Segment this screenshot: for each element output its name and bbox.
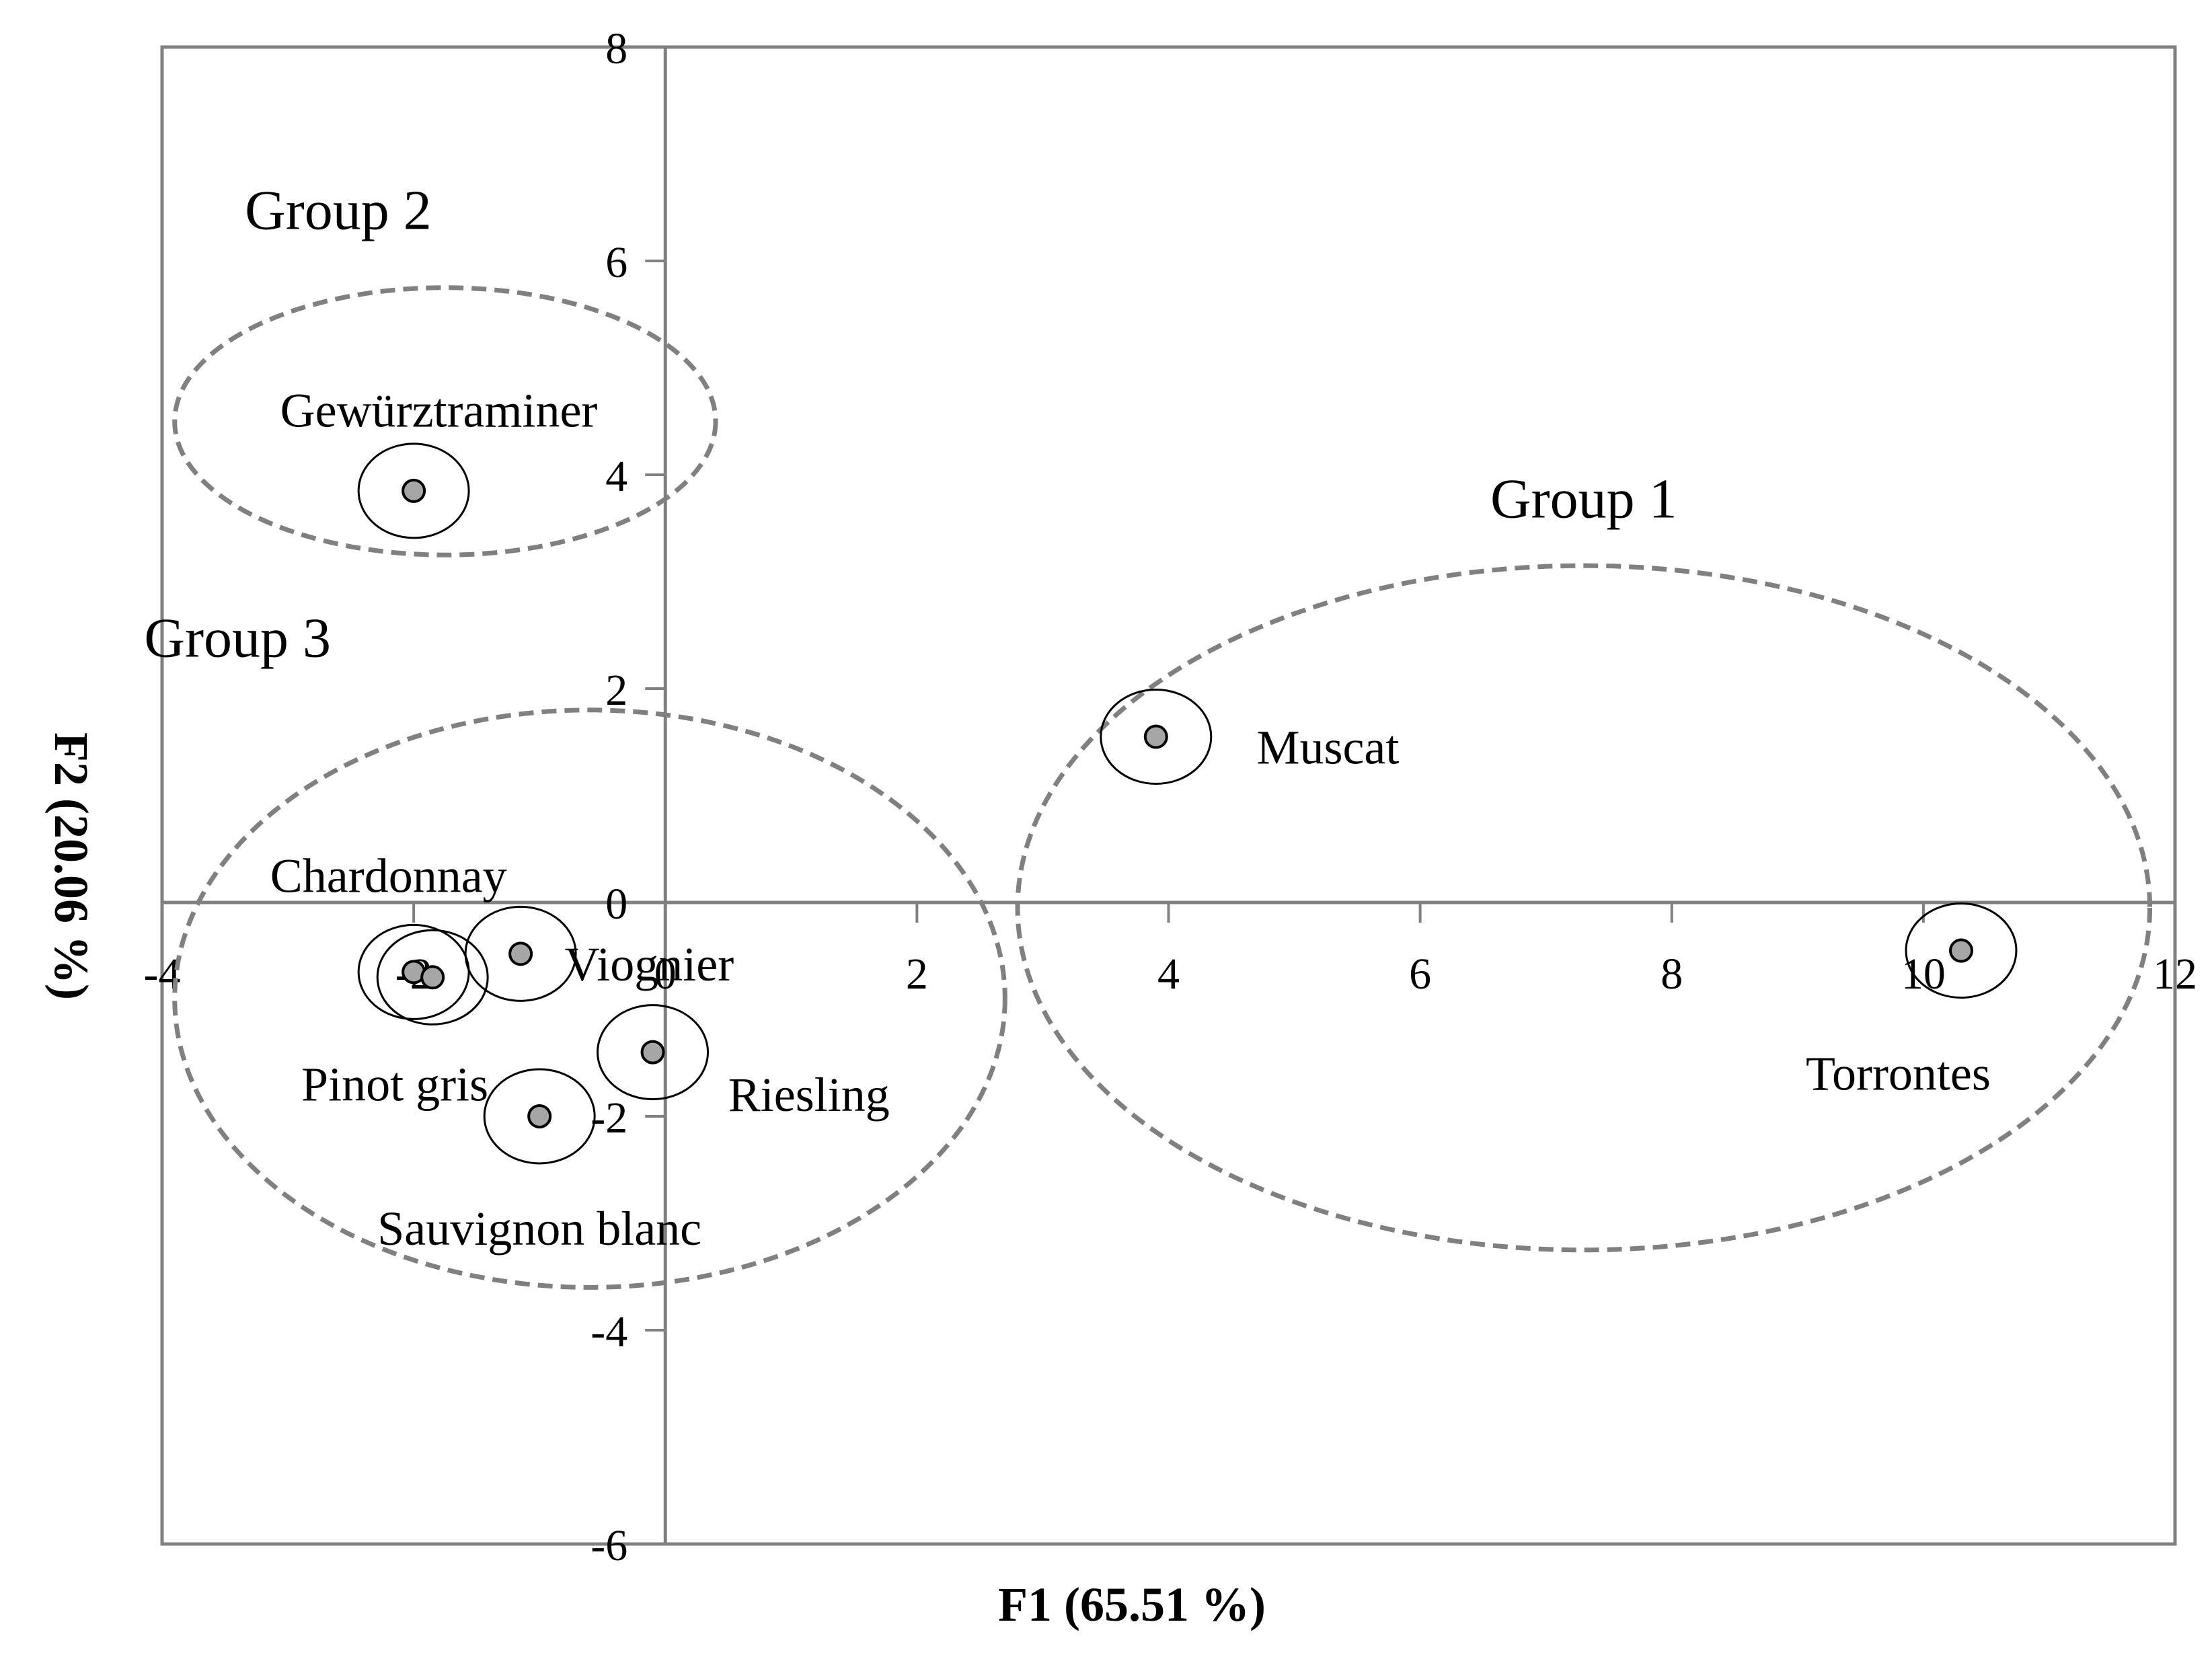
x-tick-label: 0 xyxy=(654,950,677,999)
data-point xyxy=(508,941,533,966)
y-tick-label: 0 xyxy=(605,880,627,929)
data-point xyxy=(420,965,445,990)
data-point xyxy=(640,1040,665,1065)
point-label: Gewürztraminer xyxy=(280,384,598,438)
data-point xyxy=(527,1104,552,1128)
confidence-ellipse xyxy=(483,1068,596,1165)
point-label: Viognier xyxy=(565,937,734,991)
y-tick-label: -6 xyxy=(590,1521,627,1570)
point-label: Sauvignon blanc xyxy=(377,1202,701,1256)
confidence-ellipse xyxy=(464,905,577,1002)
data-point xyxy=(1143,724,1168,749)
y-tick-label: 4 xyxy=(605,452,627,501)
confidence-ellipse xyxy=(376,929,489,1026)
data-point xyxy=(1948,938,1973,963)
x-tick-label: 4 xyxy=(1157,950,1180,999)
point-label: Muscat xyxy=(1256,720,1399,774)
point-label: Pinot gris xyxy=(301,1057,488,1111)
point-label: Torrontes xyxy=(1806,1046,1991,1100)
data-point xyxy=(402,478,426,503)
x-tick-label: 8 xyxy=(1661,950,1683,999)
x-tick-label: 6 xyxy=(1409,950,1431,999)
data-points xyxy=(357,442,2018,1165)
confidence-ellipse xyxy=(1100,689,1213,785)
x-tick-label: 12 xyxy=(2153,950,2197,999)
group-ellipse xyxy=(172,285,718,557)
x-axis-title: F1 (65.51 %) xyxy=(998,1578,1266,1631)
confidence-ellipse xyxy=(1905,902,2018,999)
confidence-ellipse xyxy=(597,1004,710,1101)
confidence-ellipse xyxy=(357,442,470,539)
y-tick-label: 6 xyxy=(605,238,627,287)
group-ellipse xyxy=(172,707,1007,1290)
group-label: Group 1 xyxy=(1490,468,1677,531)
y-tick-label: 2 xyxy=(605,666,627,715)
x-tick-label: 2 xyxy=(906,950,928,999)
plot-frame xyxy=(160,45,2177,1546)
y-tick-label: 8 xyxy=(605,24,627,73)
y-tick-label: -2 xyxy=(590,1093,627,1143)
group-ellipse xyxy=(1015,563,2153,1253)
group-ellipses: Group 1 Group 2 Group 3 xyxy=(144,179,2153,1290)
point-label: Chardonnay xyxy=(270,849,507,902)
y-axis-title: F2 (20.06 %) xyxy=(44,732,98,1000)
group-label: Group 3 xyxy=(144,607,331,669)
x-tick-label: 10 xyxy=(1901,950,1946,999)
group-label: Group 2 xyxy=(245,179,432,241)
point-label: Riesling xyxy=(728,1068,890,1122)
y-tick-label: -4 xyxy=(590,1307,627,1356)
